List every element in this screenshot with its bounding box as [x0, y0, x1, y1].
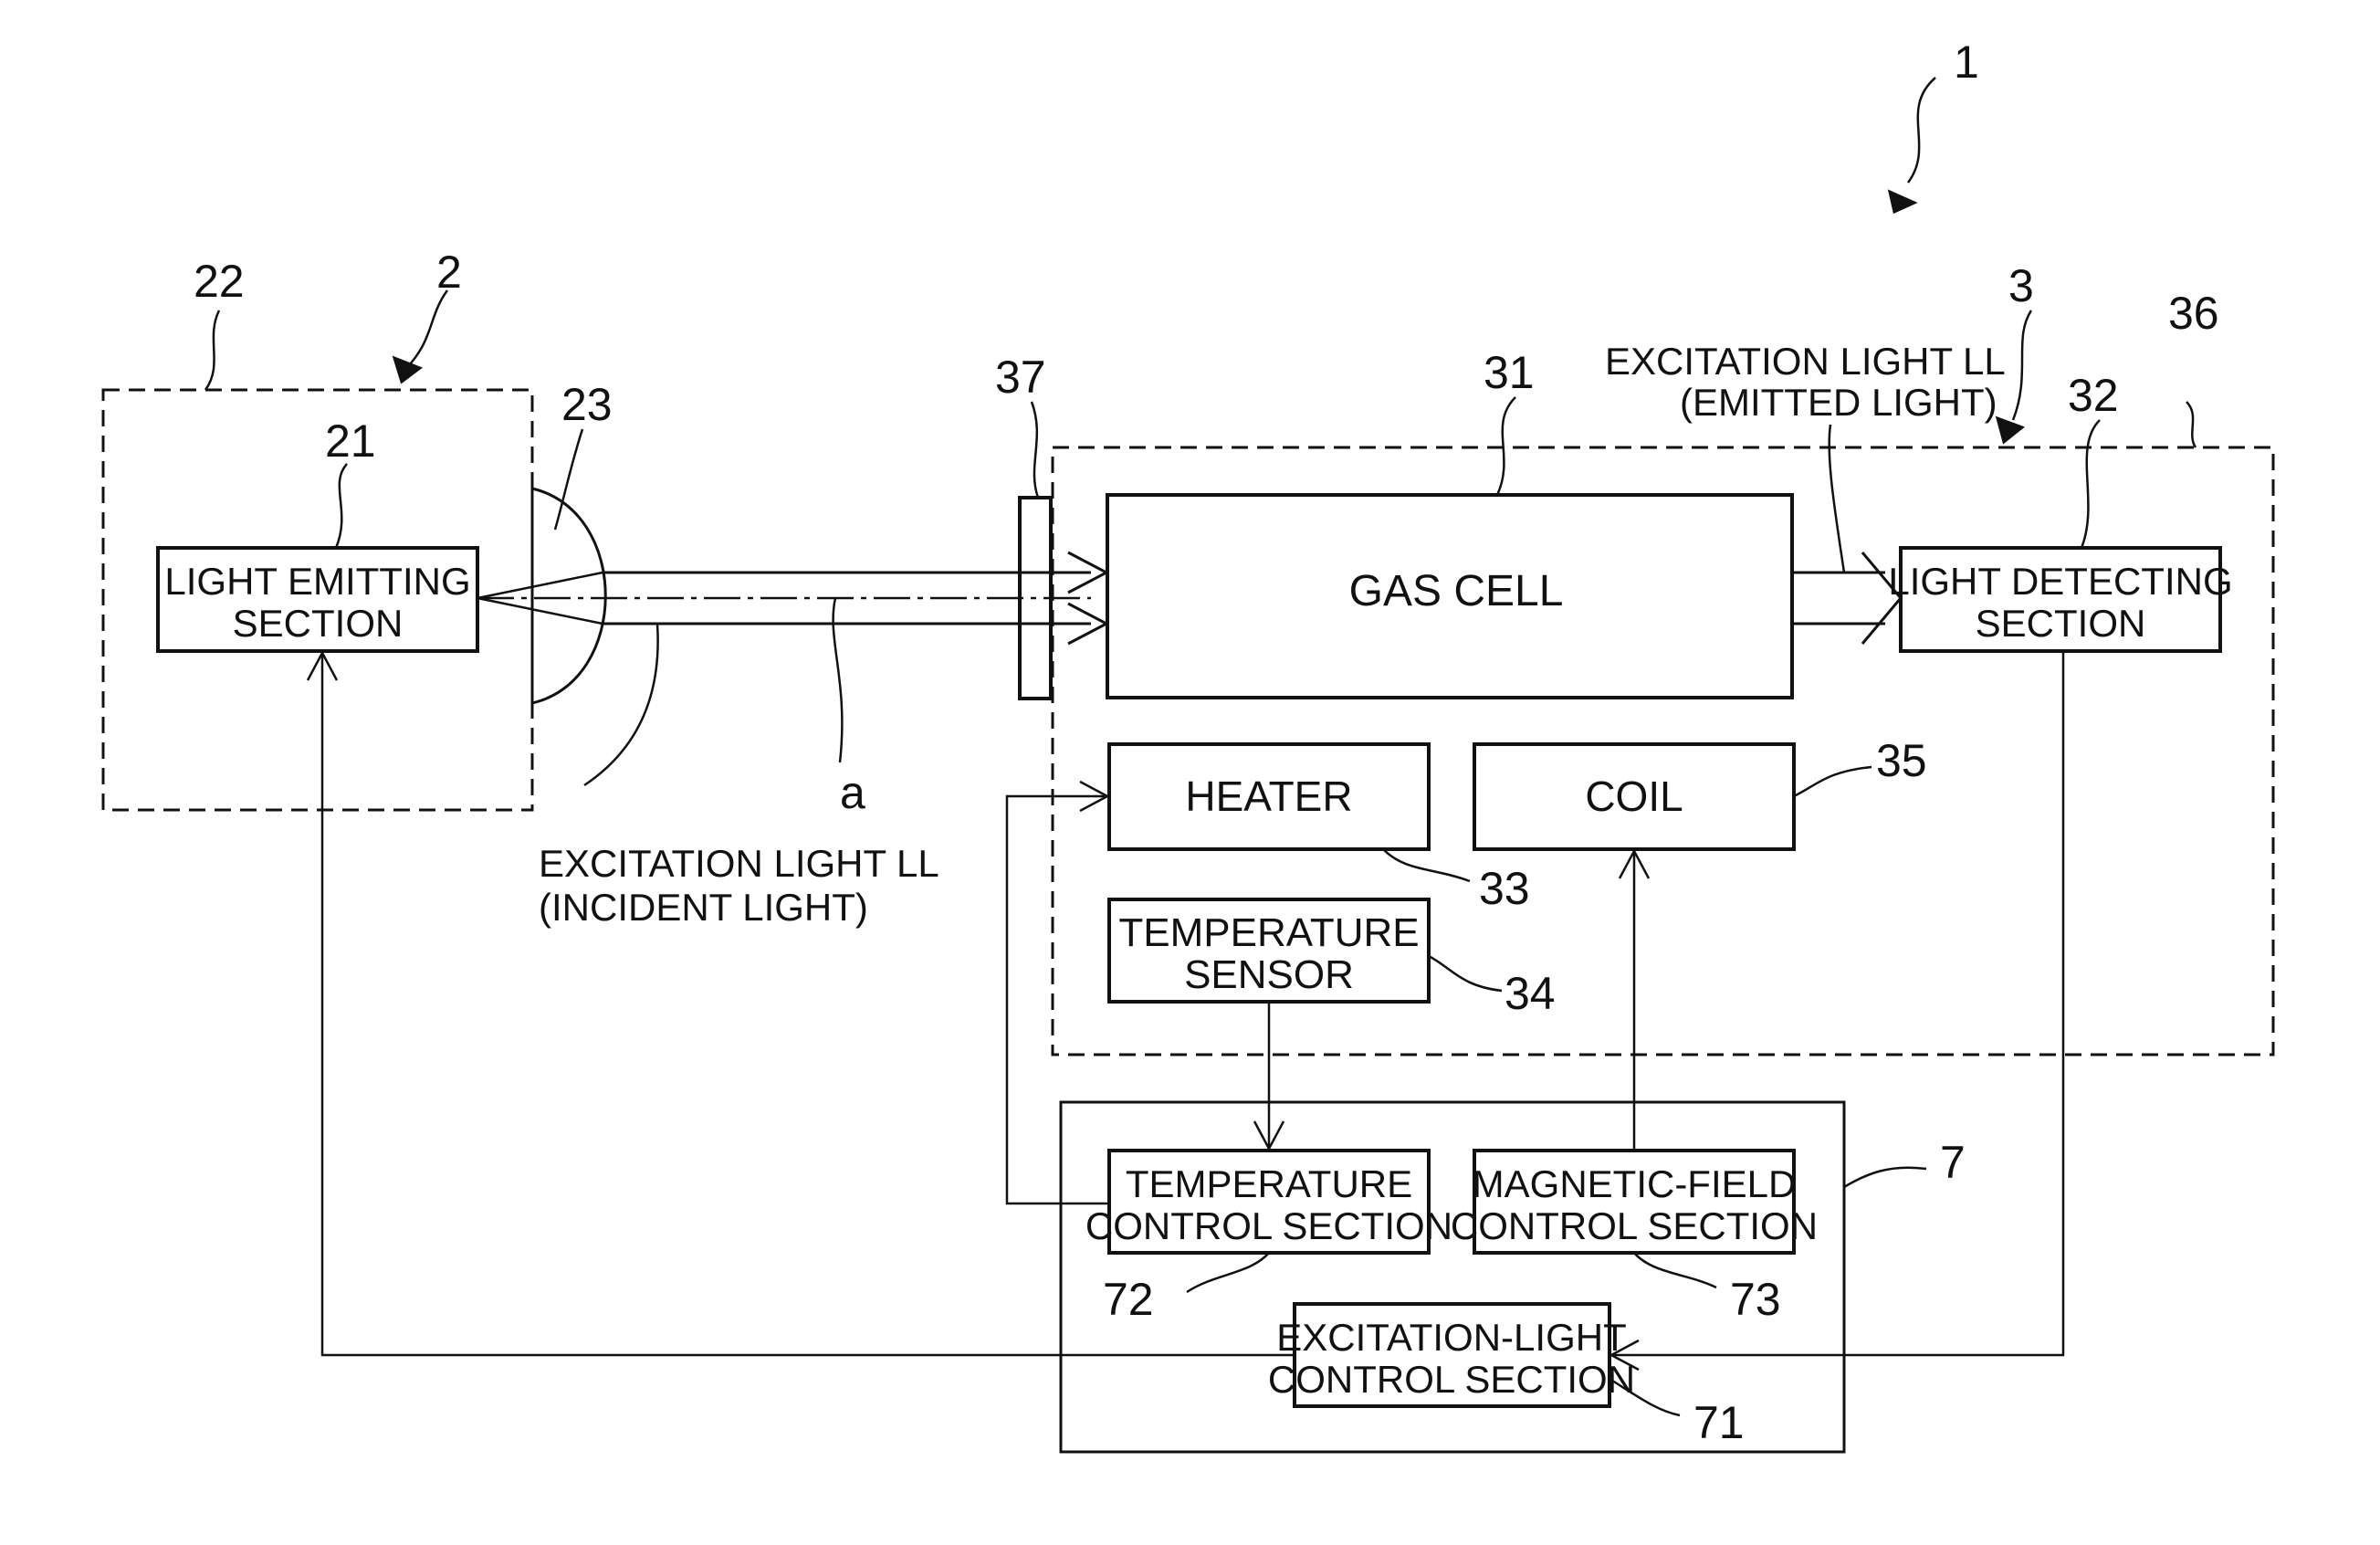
- ref-72: 72: [1103, 1274, 1154, 1325]
- temp-control-to-heater-line: [1007, 796, 1109, 1203]
- ref-37: 37: [995, 352, 1046, 403]
- leader-21: [336, 464, 347, 548]
- ray-lower-converge: [477, 598, 603, 624]
- leader-34: [1429, 956, 1502, 991]
- leader-1-arrow: [1890, 192, 1914, 212]
- ray-upper-converge: [477, 573, 603, 598]
- excitation-light-control-label-1: EXCITATION-LIGHT: [1276, 1316, 1626, 1359]
- leader-3: [2013, 310, 2031, 420]
- light-detecting-section-label-2: SECTION: [1976, 602, 2146, 645]
- ref-34: 34: [1505, 968, 1556, 1019]
- leader-35: [1794, 767, 1871, 796]
- ref-22: 22: [194, 256, 245, 307]
- ref-36: 36: [2168, 288, 2219, 339]
- ref-35: 35: [1876, 735, 1927, 786]
- ref-31: 31: [1484, 347, 1535, 398]
- ref-73: 73: [1730, 1274, 1781, 1325]
- ref-21: 21: [325, 415, 376, 467]
- light-emitting-section-label-1: LIGHT EMITTING: [164, 560, 470, 603]
- ref-32: 32: [2068, 370, 2119, 421]
- magnetic-field-control-section-box: MAGNETIC-FIELD CONTROL SECTION: [1451, 1151, 1818, 1253]
- ref-7: 7: [1940, 1137, 1966, 1188]
- excitation-light-control-section-box: EXCITATION-LIGHT CONTROL SECTION: [1268, 1304, 1635, 1406]
- ref-2: 2: [436, 247, 462, 298]
- coil-box: COIL: [1474, 744, 1794, 849]
- heater-box: HEATER: [1109, 744, 1429, 849]
- leader-7: [1844, 1168, 1926, 1187]
- leader-22: [205, 310, 219, 390]
- light-detecting-section-box: LIGHT DETECTING SECTION: [1888, 548, 2232, 651]
- temperature-control-label-2: CONTROL SECTION: [1085, 1204, 1452, 1247]
- heater-label: HEATER: [1185, 772, 1352, 820]
- ref-23: 23: [561, 379, 613, 430]
- leader-1: [1908, 78, 1935, 183]
- leader-72: [1187, 1253, 1269, 1292]
- ref-3: 3: [2008, 260, 2034, 311]
- lens-23: [532, 489, 605, 703]
- light-emitting-section-box: LIGHT EMITTING SECTION: [158, 548, 477, 651]
- excitation-light-control-label-2: CONTROL SECTION: [1268, 1358, 1635, 1401]
- light-detecting-section-label-1: LIGHT DETECTING: [1888, 560, 2232, 603]
- temperature-sensor-label-2: SENSOR: [1184, 952, 1354, 997]
- magnetic-field-control-label-2: CONTROL SECTION: [1451, 1204, 1818, 1247]
- leader-3-arrow: [1997, 418, 2022, 442]
- gas-cell-label: GAS CELL: [1349, 567, 1564, 615]
- leader-2: [409, 290, 447, 365]
- emitted-light-label-1: EXCITATION LIGHT LL: [1605, 340, 2006, 383]
- ref-a: a: [840, 767, 865, 818]
- leader-73: [1634, 1253, 1716, 1288]
- magnetic-field-control-label-1: MAGNETIC-FIELD: [1473, 1162, 1797, 1205]
- incident-light-label-2: (INCIDENT LIGHT): [539, 886, 868, 929]
- ref-1: 1: [1954, 37, 1979, 88]
- leader-32: [2081, 420, 2100, 548]
- temperature-sensor-box: TEMPERATURE SENSOR: [1109, 899, 1429, 1002]
- ref-71: 71: [1693, 1397, 1745, 1448]
- leader-2-arrow: [394, 358, 420, 382]
- gas-cell-box: GAS CELL: [1107, 495, 1792, 698]
- leader-37: [1032, 402, 1038, 498]
- incident-light-label-1: EXCITATION LIGHT LL: [539, 842, 939, 885]
- light-emitting-section-label-2: SECTION: [233, 602, 404, 645]
- ref-33: 33: [1479, 863, 1530, 914]
- leader-36: [2186, 402, 2196, 447]
- coil-label: COIL: [1585, 772, 1683, 820]
- emitted-light-label-2: (EMITTED LIGHT): [1680, 381, 1997, 424]
- leader-33: [1383, 849, 1470, 881]
- temperature-control-label-1: TEMPERATURE: [1126, 1162, 1412, 1205]
- temperature-sensor-label-1: TEMPERATURE: [1118, 910, 1419, 955]
- temperature-control-section-box: TEMPERATURE CONTROL SECTION: [1085, 1151, 1452, 1253]
